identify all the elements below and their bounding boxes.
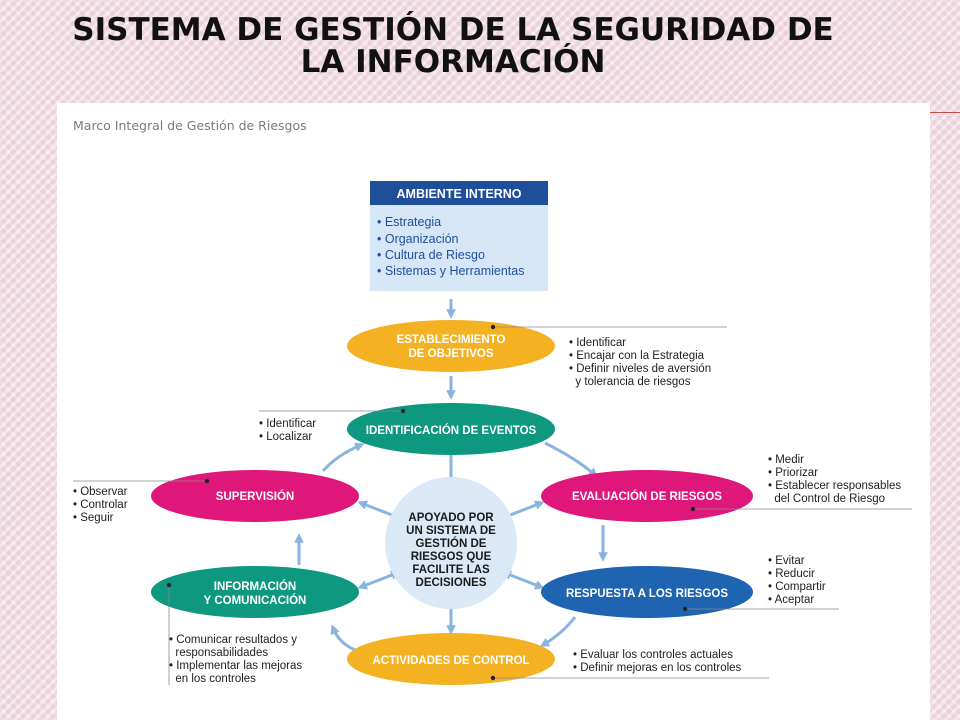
center-text-line: FACILITE LAS [412, 564, 490, 576]
arrow-actividades-to-informacion [330, 624, 356, 652]
leader-dot [204, 478, 210, 484]
panel-title: Marco Integral de Gestión de Riesgos [73, 118, 307, 133]
annotation-line: • Reducir [768, 568, 815, 580]
center-text-line: DECISIONES [416, 577, 487, 589]
center-text-line: GESTIÓN DE [416, 537, 487, 550]
ambiente-interno-heading: AMBIENTE INTERNO [397, 187, 522, 201]
accent-line [930, 112, 960, 113]
flow-arrows [294, 299, 608, 652]
annotation-line: • Evaluar los controles actuales [573, 649, 733, 661]
ambiente-item: • Estrategia [377, 215, 441, 229]
annotation-line: en los controles [169, 673, 256, 685]
node-objetivos: ESTABLECIMIENTO DE OBJETIVOS [347, 320, 555, 372]
ambiente-item: • Organización [377, 232, 459, 246]
annotation-eventos: • Identificar • Localizar [259, 418, 316, 443]
annotation-line: • Evitar [768, 555, 805, 567]
annotation-line: • Definir mejoras en los controles [573, 662, 742, 674]
annotation-line: • Medir [768, 454, 804, 466]
leader-dot [690, 506, 696, 512]
annotation-leaders [73, 324, 912, 685]
leader-dot [166, 582, 172, 588]
annotation-line: • Establecer responsables [768, 480, 901, 492]
annotation-supervision: • Observar • Controlar • Seguir [73, 486, 128, 524]
annotation-line: • Controlar [73, 499, 128, 511]
center-circle: APOYADO POR UN SISTEMA DE GESTIÓN DE RIE… [385, 477, 517, 609]
node-eventos: IDENTIFICACIÓN DE EVENTOS [347, 403, 555, 455]
arrow-respuesta-to-actividades [539, 616, 577, 647]
arrow-center-supervision [357, 500, 401, 520]
arrow-center-evaluacion [501, 500, 545, 520]
node-supervision-label: SUPERVISIÓN [216, 490, 294, 503]
node-supervision-shape [151, 470, 359, 522]
annotation-line: • Definir niveles de aversión [569, 363, 711, 375]
arrow-supervision-to-eventos [321, 442, 365, 472]
annotation-line: del Control de Riesgo [768, 493, 885, 505]
slide-title: SISTEMA DE GESTIÓN DE LA SEGURIDAD DE LA… [0, 14, 906, 78]
center-circle-shape [385, 477, 517, 609]
node-evaluacion: EVALUACIÓN DE RIESGOS [541, 470, 753, 522]
annotation-respuesta: • Evitar • Reducir • Compartir • Aceptar [768, 555, 826, 606]
node-informacion: INFORMACIÓN Y COMUNICACIÓN [151, 566, 359, 618]
annotation-informacion: • Comunicar resultados y responsabilidad… [169, 634, 302, 685]
node-objetivos-shape [347, 320, 555, 372]
annotation-line: • Seguir [73, 512, 114, 524]
arrow-center-respuesta [501, 570, 545, 590]
annotation-line: responsabilidades [169, 647, 268, 659]
leader-dot [682, 606, 688, 612]
annotation-line: • Compartir [768, 581, 826, 593]
leader-dot [490, 675, 496, 681]
node-eventos-label: IDENTIFICACIÓN DE EVENTOS [366, 424, 537, 437]
arrow-eventos-to-evaluacion [544, 441, 598, 478]
annotation-objetivos: • Identificar • Encajar con la Estrategi… [569, 337, 711, 388]
node-respuesta-label: RESPUESTA A LOS RIESGOS [566, 588, 728, 600]
annotation-actividades: • Evaluar los controles actuales • Defin… [573, 649, 742, 674]
node-objetivos-label: DE OBJETIVOS [409, 348, 494, 360]
leader-dot [400, 408, 406, 414]
center-text-line: APOYADO POR [408, 512, 494, 524]
node-actividades-label: ACTIVIDADES DE CONTROL [372, 655, 529, 667]
node-respuesta: RESPUESTA A LOS RIESGOS [541, 566, 753, 618]
annotation-line: • Comunicar resultados y [169, 634, 297, 646]
ambiente-item: • Cultura de Riesgo [377, 248, 485, 262]
node-evaluacion-label: EVALUACIÓN DE RIESGOS [572, 490, 722, 503]
annotation-line: • Priorizar [768, 467, 818, 479]
node-actividades: ACTIVIDADES DE CONTROL [347, 633, 555, 685]
leader-dot [490, 324, 496, 330]
node-informacion-label: INFORMACIÓN [214, 580, 296, 593]
annotation-line: • Encajar con la Estrategia [569, 350, 705, 362]
node-informacion-label: Y COMUNICACIÓN [204, 594, 307, 607]
risk-framework-diagram: Marco Integral de Gestión de Riesgos AMB… [73, 118, 912, 685]
annotation-line: y tolerancia de riesgos [569, 376, 691, 388]
node-respuesta-shape [541, 566, 753, 618]
annotation-line: • Identificar [259, 418, 316, 430]
annotation-line: • Implementar las mejoras [169, 660, 302, 672]
slide-title-line-2: LA INFORMACIÓN [300, 44, 606, 80]
diagram-panel: Marco Integral de Gestión de Riesgos AMB… [57, 103, 930, 720]
annotation-evaluacion: • Medir • Priorizar • Establecer respons… [768, 454, 901, 505]
node-supervision: SUPERVISIÓN [151, 470, 359, 522]
slide-title-line-1: SISTEMA DE GESTIÓN DE LA SEGURIDAD DE [72, 12, 834, 48]
node-actividades-shape [347, 633, 555, 685]
annotation-line: • Observar [73, 486, 128, 498]
annotation-line: • Localizar [259, 431, 312, 443]
center-text-line: RIESGOS QUE [411, 551, 492, 563]
annotation-line: • Identificar [569, 337, 626, 349]
ambiente-interno-header [370, 181, 548, 205]
annotation-line: • Aceptar [768, 594, 814, 606]
node-eventos-shape [347, 403, 555, 455]
ambiente-item: • Sistemas y Herramientas [377, 264, 524, 278]
center-text-line: UN SISTEMA DE [406, 525, 496, 537]
arrow-center-informacion [357, 570, 401, 590]
node-informacion-shape [151, 566, 359, 618]
node-objetivos-label: ESTABLECIMIENTO [397, 334, 506, 346]
ambiente-interno-box: AMBIENTE INTERNO • Estrategia • Organiza… [370, 181, 548, 291]
